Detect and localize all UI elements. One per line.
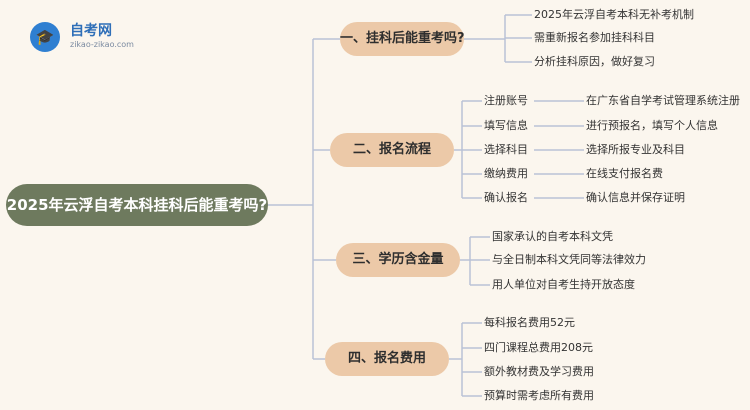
step-detail: 进行预报名，填写个人信息: [586, 119, 718, 132]
step-label: 注册账号: [484, 94, 528, 107]
site-logo[interactable]: 🎓 自考网 zikao-zikao.com: [30, 18, 150, 54]
step-detail: 选择所报专业及科目: [586, 143, 685, 156]
section-fees: 四、报名费用: [325, 342, 449, 376]
section-degree-value: 三、学历含金量: [336, 243, 460, 277]
fee-item: 四门课程总费用208元: [484, 341, 593, 354]
step-label: 缴纳费用: [484, 167, 528, 180]
graduation-cap-icon: 🎓: [30, 22, 60, 52]
degree-item: 用人单位对自考生持开放态度: [492, 278, 635, 291]
section-registration-process: 二、报名流程: [330, 133, 454, 167]
retake-item: 2025年云浮自考本科无补考机制: [534, 8, 694, 21]
step-detail: 确认信息并保存证明: [586, 191, 685, 204]
fee-item: 每科报名费用52元: [484, 316, 575, 329]
fee-item: 额外教材费及学习费用: [484, 365, 594, 378]
step-label: 确认报名: [484, 191, 528, 204]
section-retake: 一、挂科后能重考吗?: [340, 22, 465, 56]
retake-item: 分析挂科原因，做好复习: [534, 55, 655, 68]
logo-name: 自考网: [70, 23, 112, 39]
retake-item: 需重新报名参加挂科科目: [534, 31, 655, 44]
step-detail: 在线支付报名费: [586, 167, 663, 180]
step-detail: 在广东省自学考试管理系统注册: [586, 94, 740, 107]
logo-url: zikao-zikao.com: [70, 40, 134, 49]
root-topic: 2025年云浮自考本科挂科后能重考吗?: [6, 184, 268, 226]
step-label: 填写信息: [484, 119, 528, 132]
fee-item: 预算时需考虑所有费用: [484, 389, 594, 402]
degree-item: 国家承认的自考本科文凭: [492, 230, 613, 243]
step-label: 选择科目: [484, 143, 528, 156]
degree-item: 与全日制本科文凭同等法律效力: [492, 253, 646, 266]
